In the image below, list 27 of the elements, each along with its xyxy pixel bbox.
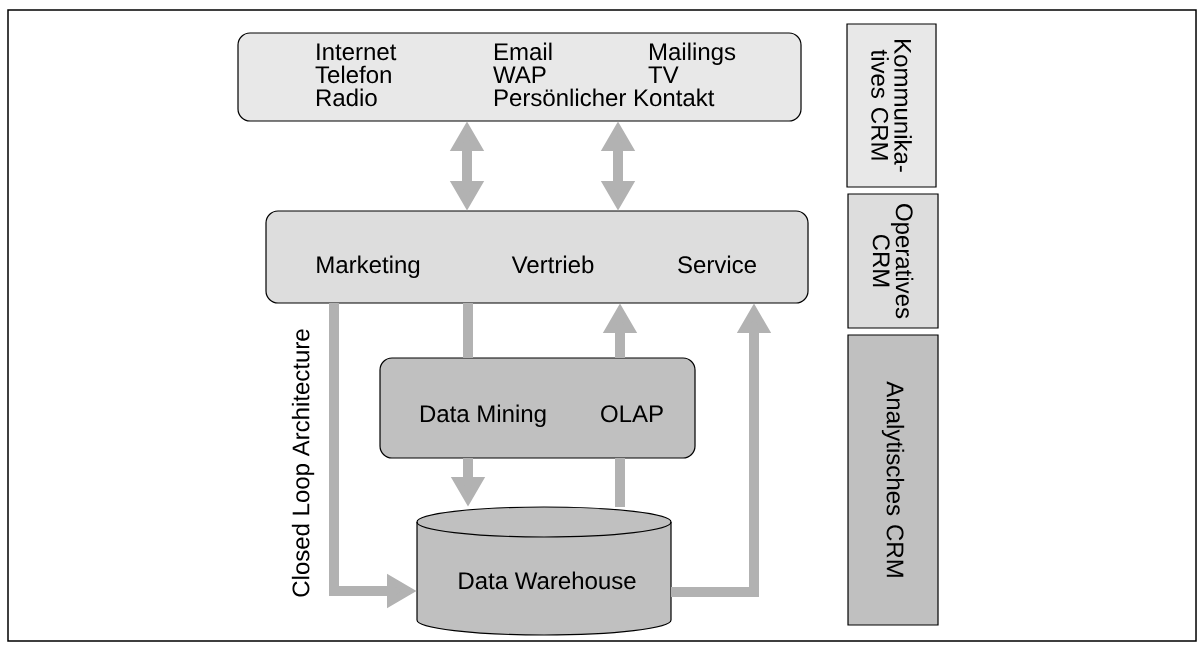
box-label: Data Warehouse xyxy=(459,571,636,590)
connector-bar xyxy=(615,458,625,507)
rounded-box xyxy=(265,210,809,304)
box-label: Radio xyxy=(317,88,377,107)
connector-bar xyxy=(463,303,473,358)
rotated-label: Closed Loop Architecture xyxy=(291,329,315,597)
box-label: Email xyxy=(495,42,552,61)
box-label: Persönlicher Kontakt xyxy=(495,88,715,107)
box-label: Operatives CRM xyxy=(872,204,914,319)
box-label: Mailings xyxy=(650,42,736,65)
rounded-box xyxy=(379,357,696,459)
side-label-box xyxy=(847,334,939,626)
box-label: Telefon xyxy=(315,65,391,84)
side-label-box xyxy=(847,193,939,329)
box-label: Analytisches CRM xyxy=(881,381,905,577)
side-label-box xyxy=(846,23,937,188)
box-label: OLAP xyxy=(601,405,663,423)
box-label: Kommunika- tives CRM xyxy=(871,40,912,172)
box-label: Data Mining xyxy=(420,404,546,427)
rounded-box xyxy=(237,32,802,122)
box-label: Internet xyxy=(317,43,397,61)
box-label: TV xyxy=(648,66,679,83)
box-label: Vertrieb xyxy=(511,255,594,274)
box-label: WAP xyxy=(493,66,546,83)
cylinder xyxy=(416,506,672,636)
box-label: Service xyxy=(678,255,756,274)
box-label: Marketing xyxy=(317,255,420,278)
